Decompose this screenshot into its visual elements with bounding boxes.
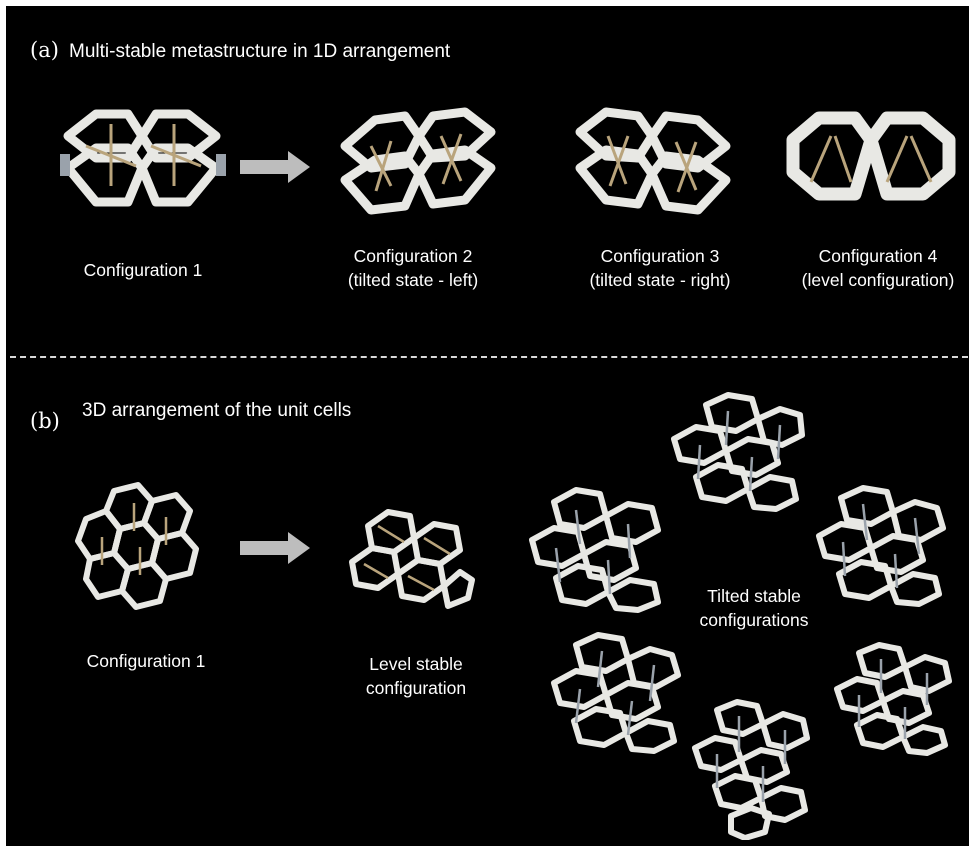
- caption-line: Configuration 2: [353, 246, 473, 266]
- config-4-caption: Configuration 4 (level configuration): [788, 244, 968, 292]
- level-config-caption: Level stable configuration: [346, 652, 486, 700]
- config-1-3d-caption: Configuration 1: [86, 651, 206, 671]
- config-2-caption: Configuration 2 (tilted state - left): [331, 244, 495, 292]
- caption-line: Configuration 4: [818, 246, 938, 266]
- config-1-1d-photo: [60, 109, 226, 207]
- caption-line: (level configuration): [801, 270, 955, 290]
- config-2-1d-photo: [340, 107, 496, 215]
- arrow-right-icon: [240, 151, 310, 183]
- caption-line: (tilted state - left): [347, 270, 479, 290]
- panel-divider: [10, 356, 968, 358]
- caption-line: (tilted state - right): [589, 270, 731, 290]
- config-1-caption: Configuration 1: [73, 258, 213, 282]
- caption-line: configuration: [365, 678, 467, 698]
- config-4-1d-photo: [786, 111, 956, 201]
- tilted-config-caption: Tilted stable configurations: [684, 584, 824, 632]
- figure-panel: (a) Multi-stable metastructure in 1D arr…: [6, 6, 969, 846]
- config-3-caption: Configuration 3 (tilted state - right): [574, 244, 746, 292]
- tilted-config-photo-2: [671, 392, 805, 512]
- tilted-config-photo-3: [816, 485, 946, 607]
- caption-line: Level stable: [369, 654, 463, 674]
- tilted-config-photo-4: [551, 632, 681, 754]
- tilted-config-photo-1: [529, 487, 661, 613]
- caption-line: configurations: [699, 610, 809, 630]
- caption-line: Tilted stable: [707, 586, 801, 606]
- panel-b-label: (b): [30, 409, 60, 433]
- caption-line: Configuration 1: [83, 260, 203, 280]
- level-config-3d-photo: [349, 509, 475, 609]
- panel-a-title: Multi-stable metastructure in 1D arrange…: [69, 41, 451, 62]
- tilted-config-photo-6: [692, 699, 810, 840]
- panel-a-label: (a): [30, 38, 59, 62]
- config-1-3d-photo: [75, 482, 199, 610]
- panel-b-title: 3D arrangement of the unit cells: [82, 400, 352, 421]
- config-3-1d-photo: [575, 107, 731, 215]
- tilted-config-photo-5: [834, 642, 952, 756]
- arrow-right-icon: [240, 532, 310, 564]
- caption-line: Configuration 3: [600, 246, 720, 266]
